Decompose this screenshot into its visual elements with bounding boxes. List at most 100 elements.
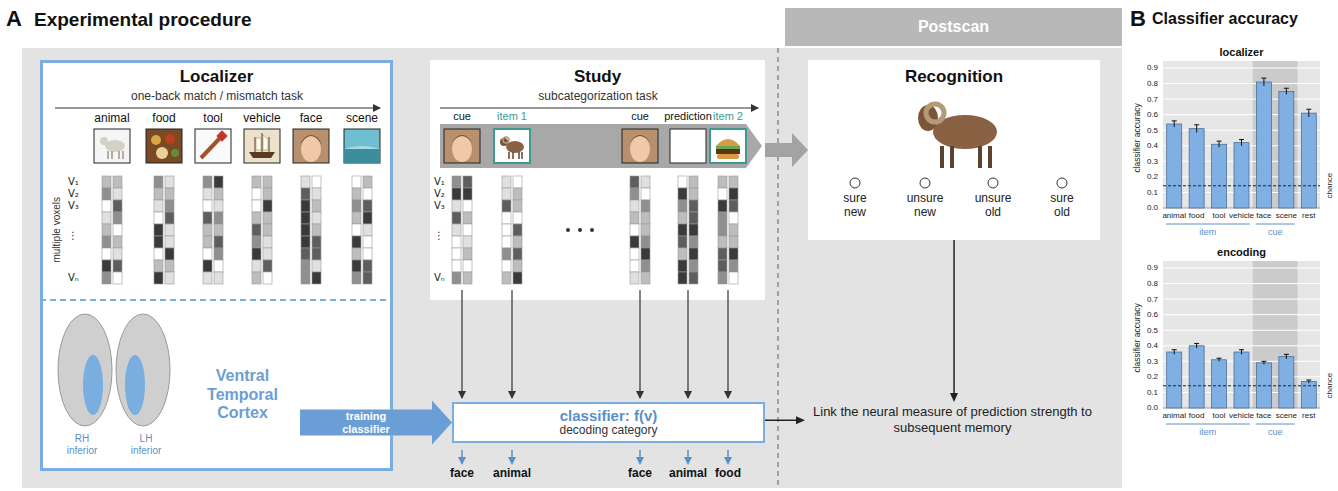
decode-arrows xyxy=(639,290,640,398)
voxel-cell xyxy=(452,212,461,224)
voxel-cell xyxy=(263,200,272,212)
voxel-cell xyxy=(154,176,163,188)
group-bracket xyxy=(1166,224,1250,225)
scene-photo xyxy=(344,146,380,149)
arrowhead xyxy=(792,133,808,167)
bar xyxy=(1234,352,1249,408)
procedure-background xyxy=(22,48,1122,488)
output-arrows xyxy=(461,450,463,464)
label-text: 0.6 xyxy=(1147,110,1158,119)
brain-illustration xyxy=(58,314,112,426)
voxel-cell xyxy=(301,212,310,224)
voxel-cell xyxy=(214,272,223,284)
voxel-cell xyxy=(513,224,522,236)
item-frame xyxy=(494,129,530,163)
animal-photo xyxy=(105,140,125,152)
voxel-cell xyxy=(165,200,174,212)
label-text: animal xyxy=(669,467,707,481)
error-bar xyxy=(1241,140,1242,146)
voxel-cell xyxy=(154,200,163,212)
voxel-cell xyxy=(312,176,321,188)
voxel-cell xyxy=(718,236,727,248)
bar xyxy=(1189,346,1204,408)
voxel-cell xyxy=(352,260,361,272)
bar xyxy=(1189,129,1204,208)
brain-illustration xyxy=(125,355,145,415)
label-text: Vₙ xyxy=(68,272,79,284)
voxel-cell xyxy=(452,272,461,284)
voxel-cell xyxy=(463,236,472,248)
scene-photo xyxy=(344,129,380,163)
item-frame xyxy=(710,129,746,163)
connector-arrow xyxy=(765,133,808,167)
plot-background xyxy=(1163,261,1320,408)
voxel-cell xyxy=(513,176,522,188)
voxel-cell xyxy=(252,236,261,248)
error-bar xyxy=(1194,343,1199,344)
voxel-cell xyxy=(301,260,310,272)
voxel-cell xyxy=(729,260,738,272)
voxel-cell xyxy=(214,224,223,236)
voxel-cell xyxy=(263,272,272,284)
voxel-cell xyxy=(214,248,223,260)
cue-face-frame xyxy=(629,135,651,144)
connector-arrow xyxy=(950,240,958,402)
label-text: subcategorization task xyxy=(538,90,657,104)
voxel-cell xyxy=(363,272,372,284)
voxel-cell xyxy=(641,236,650,248)
label-text: 0.8 xyxy=(1147,79,1158,88)
voxel-cell xyxy=(113,260,122,272)
label-text: cue xyxy=(453,110,471,123)
voxel-cell xyxy=(102,260,111,272)
grid-line xyxy=(1163,83,1320,84)
voxel-cell xyxy=(502,200,511,212)
label-text: prediction xyxy=(664,110,712,123)
voxel-cell xyxy=(729,212,738,224)
voxel-cell xyxy=(263,260,272,272)
label-text: classifier accuracy xyxy=(1133,103,1143,172)
voxel-cell xyxy=(312,236,321,248)
node-text: classifier: f(v) xyxy=(460,407,757,424)
label-text: sure old xyxy=(1041,192,1083,220)
label-text: 0.4 xyxy=(1147,141,1158,150)
error-bar xyxy=(1261,78,1266,79)
voxel-cell xyxy=(154,224,163,236)
error-bar xyxy=(1261,361,1266,362)
node-text: Recognition xyxy=(808,67,1100,87)
item-frame xyxy=(717,154,739,159)
food-photo xyxy=(146,129,182,163)
label-text: food xyxy=(1189,411,1205,420)
voxel-cell xyxy=(263,212,272,224)
voxel-cell xyxy=(154,248,163,260)
radio-button xyxy=(850,178,1067,188)
voxel-cell xyxy=(729,224,738,236)
voxel-cell xyxy=(678,176,687,188)
voxel-cell xyxy=(718,200,727,212)
voxel-cell xyxy=(252,176,261,188)
prediction-frame xyxy=(670,129,706,163)
error-bar xyxy=(1284,354,1289,355)
grid-line xyxy=(1163,130,1320,131)
label-text: A xyxy=(6,6,22,31)
voxel-cell xyxy=(513,212,522,224)
voxel-cell xyxy=(203,212,212,224)
voxel-cell xyxy=(154,236,163,248)
label-text: 0.4 xyxy=(1147,341,1158,350)
voxel-cell xyxy=(154,260,163,272)
voxel-cell xyxy=(312,200,321,212)
label-text: 0.5 xyxy=(1147,326,1158,335)
voxel-cell xyxy=(263,236,272,248)
label-text: Experimental procedure xyxy=(34,9,252,31)
voxel-cell xyxy=(113,248,122,260)
error-bar xyxy=(1239,139,1244,140)
label-text: 0.7 xyxy=(1147,295,1158,304)
error-bar xyxy=(1263,78,1264,86)
voxel-cell xyxy=(203,236,212,248)
error-bar xyxy=(1217,358,1222,359)
voxel-cell xyxy=(165,236,174,248)
voxel-cell xyxy=(113,272,122,284)
voxel-cell xyxy=(641,248,650,260)
voxel-cell xyxy=(102,224,111,236)
voxel-cell xyxy=(729,200,738,212)
output-arrows xyxy=(687,450,689,464)
